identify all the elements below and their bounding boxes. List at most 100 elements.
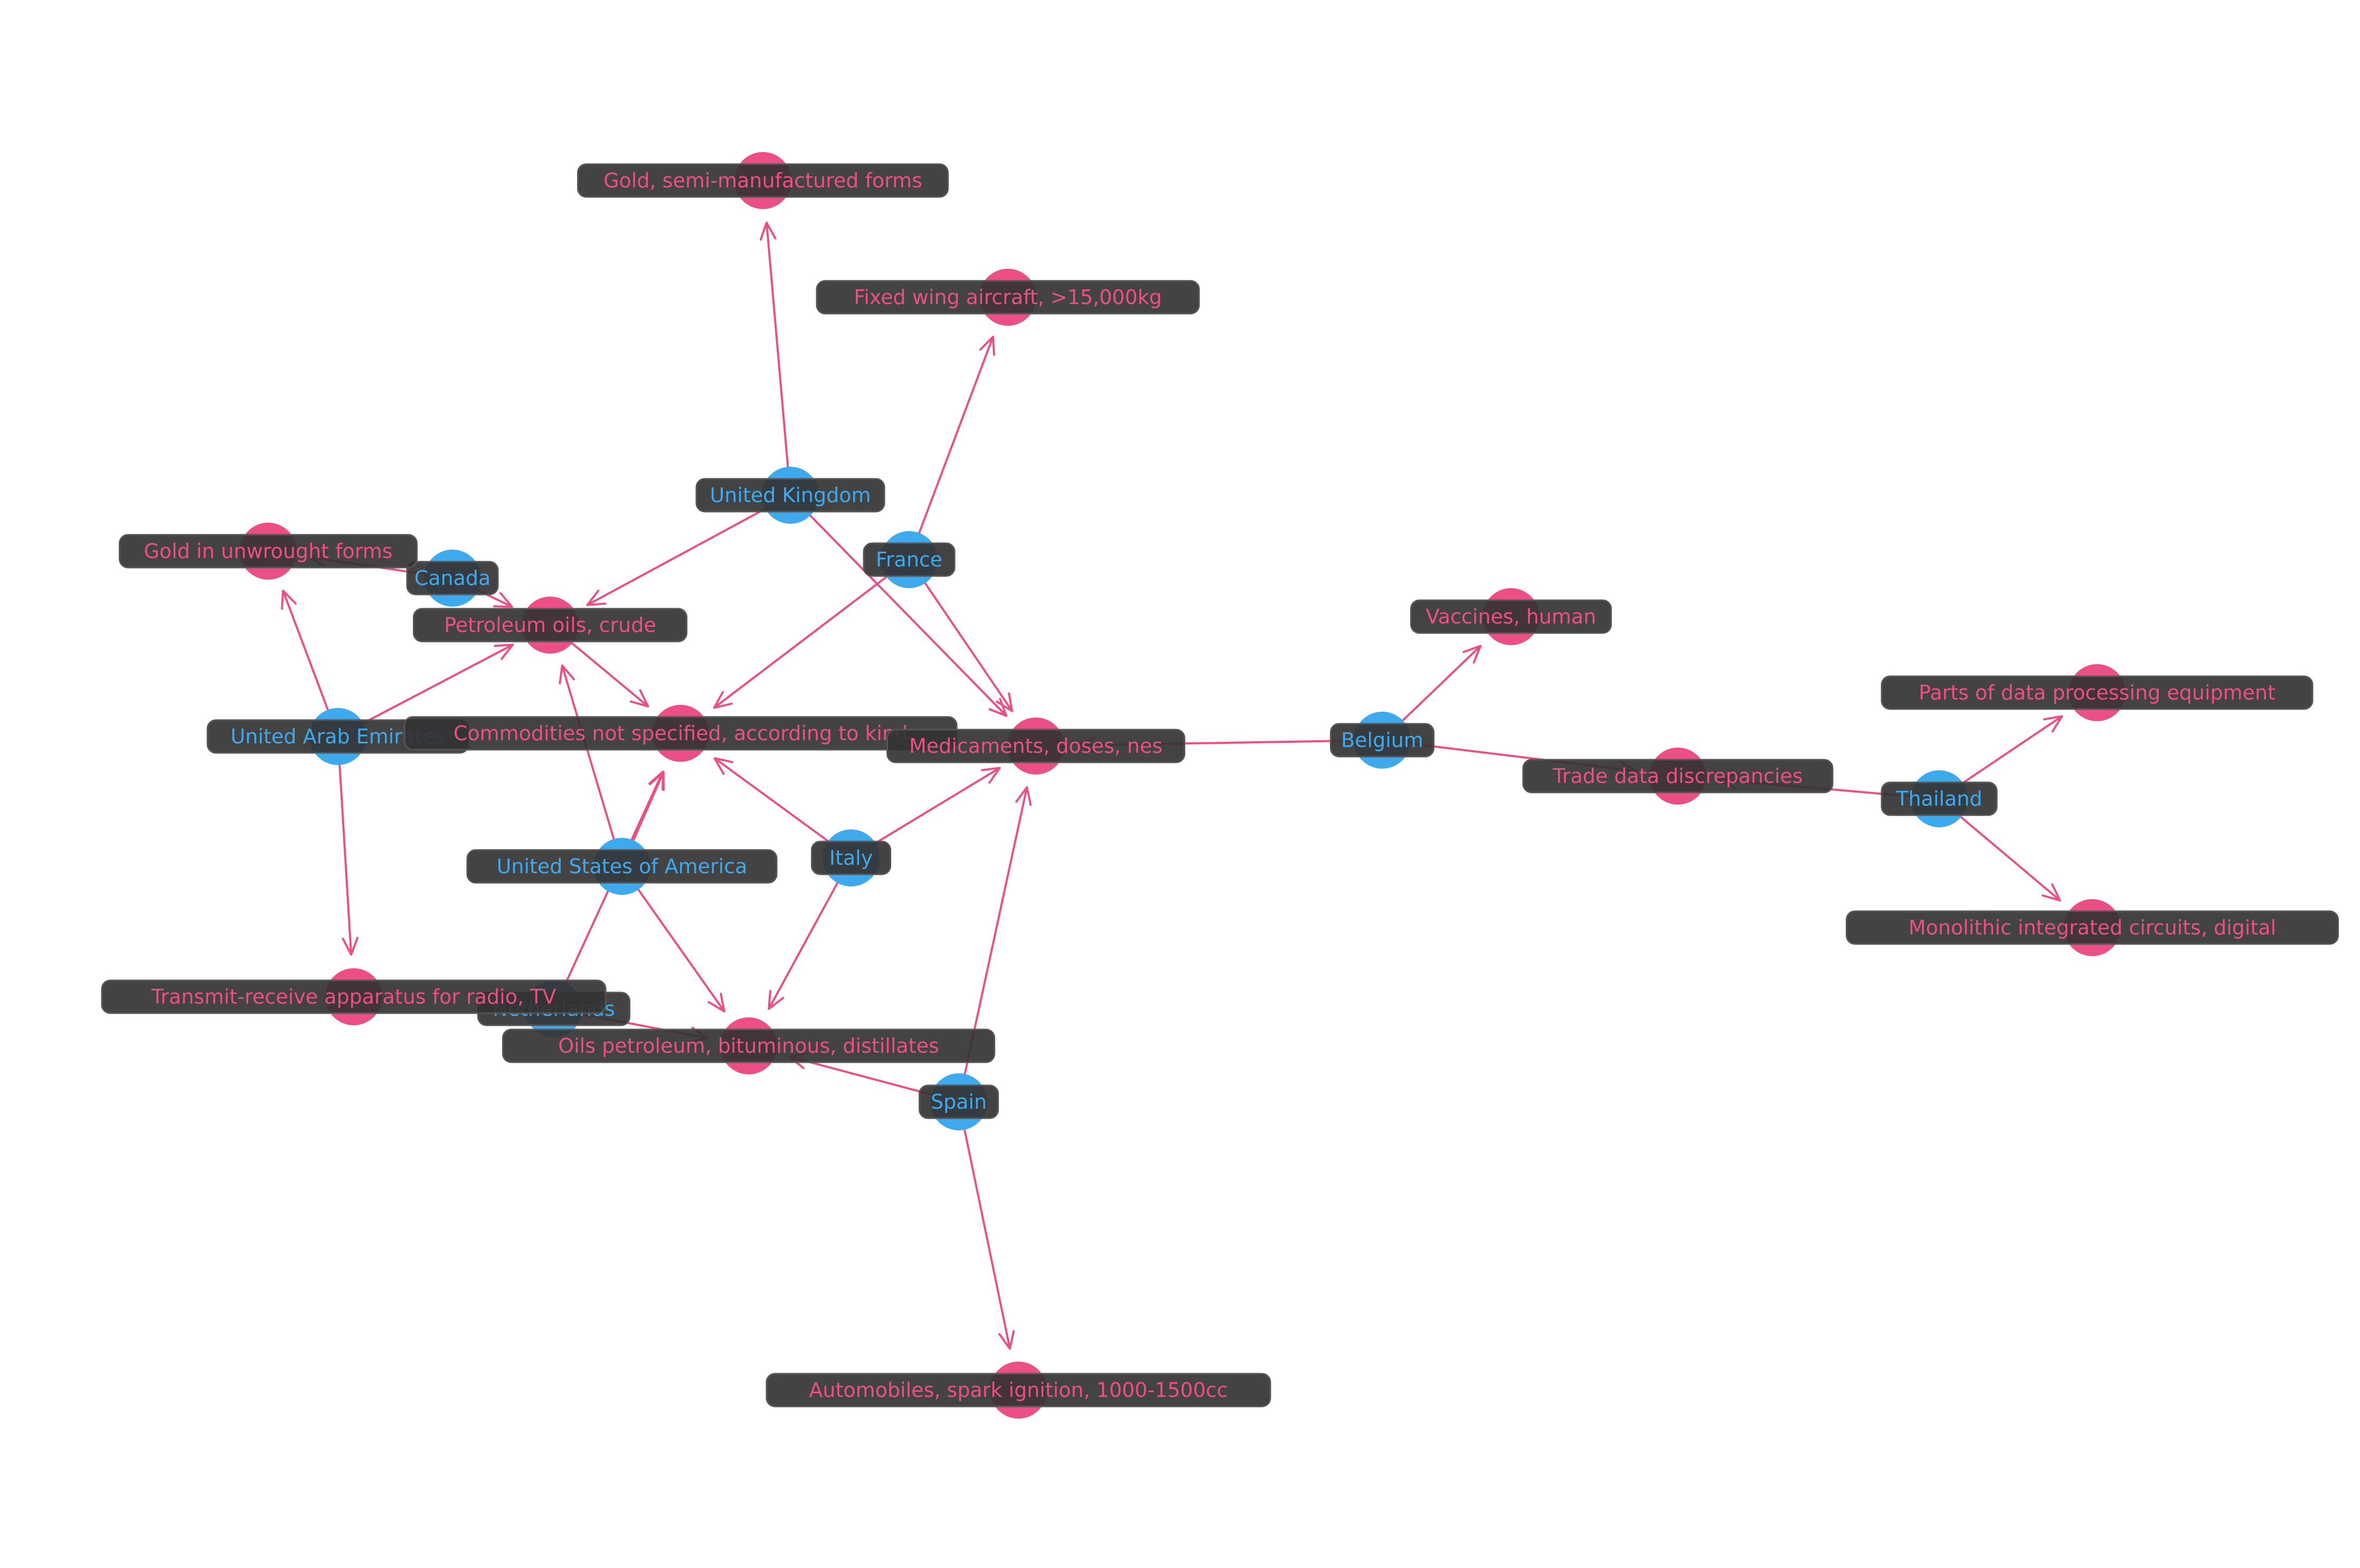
node-commodities[interactable]: Commodities not specified, according to … (403, 705, 958, 762)
node-label: Automobiles, spark ignition, 1000-1500cc (809, 1378, 1228, 1402)
node-label: United States of America (497, 855, 748, 878)
edge-line (337, 752, 353, 955)
arrowhead (629, 689, 649, 707)
edge-usa-to-petroleum_crude (559, 664, 619, 852)
edge-spain-to-automobiles (961, 1117, 1015, 1350)
node-gold_unwrought[interactable]: Gold in unwrought forms (119, 523, 418, 580)
edge-line (561, 665, 619, 852)
node-trade_disc[interactable]: Trade data discrepancies (1522, 748, 1834, 805)
node-label: Commodities not specified, according to … (454, 722, 908, 745)
node-label-box (695, 478, 885, 513)
node-label-box (406, 561, 499, 596)
arrowhead (648, 770, 664, 791)
node-label: Trade data discrepancies (1552, 764, 1802, 788)
node-transmit[interactable]: Transmit-receive apparatus for radio, TV (101, 968, 607, 1025)
edge-line (1951, 715, 2063, 791)
edge-line (630, 879, 725, 1012)
node-label: Medicaments, doses, nes (909, 734, 1163, 758)
node-label: Thailand (1895, 787, 1982, 810)
arrowhead (980, 767, 1001, 784)
node-thailand[interactable]: Thailand (1881, 770, 1998, 827)
node-label-box (1410, 599, 1612, 634)
edge-belgium-to-vaccines (1393, 645, 1482, 730)
node-label: Canada (414, 566, 491, 590)
edge-thailand-to-parts (1951, 715, 2063, 791)
edge-line (789, 1055, 944, 1099)
node-label: United Kingdom (710, 484, 871, 507)
node-label: Gold in unwrought forms (144, 540, 392, 563)
edge-line (713, 568, 898, 709)
node-label-box (816, 280, 1200, 315)
node-label: Petroleum oils, crude (444, 613, 656, 637)
node-label-box (886, 729, 1185, 763)
node-spain[interactable]: Spain (919, 1073, 999, 1130)
arrowhead (2042, 883, 2061, 902)
node-monolithic[interactable]: Monolithic integrated circuits, digital (1846, 899, 2339, 956)
edge-line (917, 572, 1013, 712)
node-label-box (1330, 723, 1434, 758)
node-aircraft[interactable]: Fixed wing aircraft, >15,000kg (816, 269, 1200, 326)
node-italy[interactable]: Italy (811, 829, 891, 886)
arrowhead (713, 691, 733, 709)
edge-line (714, 757, 839, 849)
edge-france-to-commodities (713, 568, 898, 709)
edge-line (800, 506, 1007, 717)
arrowhead (707, 993, 725, 1013)
node-label-box (1881, 675, 2314, 710)
node-label: Spain (931, 1090, 987, 1113)
edge-uae-to-transmit (337, 752, 359, 956)
edge-france-to-aircraft (913, 335, 995, 545)
node-label: Vaccines, human (1426, 605, 1597, 628)
arrowhead (493, 592, 513, 608)
node-label: Transmit-receive apparatus for radio, TV (151, 985, 556, 1008)
edge-italy-to-medicaments (864, 767, 1001, 851)
node-label: Gold, semi-manufactured forms (603, 169, 922, 192)
arrowhead (998, 1330, 1015, 1350)
node-label: Belgium (1341, 729, 1423, 752)
node-uk[interactable]: United Kingdom (695, 467, 885, 524)
edge-line (1393, 645, 1481, 730)
edge-line (587, 502, 777, 606)
edge-line (864, 767, 1000, 851)
edge-italy-to-oils_bitum (768, 871, 845, 1010)
arrowhead (759, 221, 777, 241)
edge-italy-to-commodities (713, 757, 839, 849)
edge-line (561, 634, 649, 707)
node-label-box (766, 1373, 1271, 1408)
arrowhead (2043, 715, 2063, 733)
arrowhead (1462, 645, 1482, 664)
edge-usa-to-oils_bitum (630, 879, 725, 1013)
node-label: Parts of data processing equipment (1919, 681, 2276, 704)
node-label-box (101, 979, 607, 1014)
arrowhead (979, 335, 995, 356)
edge-thailand-to-monolithic (1950, 808, 2061, 902)
edge-uk-to-gold_semi (759, 221, 790, 480)
node-label: Italy (829, 846, 873, 870)
node-vaccines[interactable]: Vaccines, human (1410, 588, 1612, 645)
node-oils_bitum[interactable]: Oils petroleum, bituminous, distillates (502, 1017, 995, 1074)
node-label: Oils petroleum, bituminous, distillates (558, 1034, 939, 1057)
node-label: Monolithic integrated circuits, digital (1909, 916, 2276, 939)
node-label-box (919, 1084, 999, 1119)
node-label-box (1846, 910, 2339, 945)
node-gold_semi[interactable]: Gold, semi-manufactured forms (577, 152, 949, 209)
node-petroleum_crude[interactable]: Petroleum oils, crude (413, 597, 687, 654)
node-parts[interactable]: Parts of data processing equipment (1881, 664, 2314, 721)
node-usa[interactable]: United States of America (466, 838, 778, 895)
edge-line (961, 1117, 1011, 1349)
arrowhead (342, 937, 359, 956)
edge-line (1950, 808, 2061, 902)
node-label-box (577, 163, 949, 198)
node-france[interactable]: France (863, 531, 956, 588)
node-belgium[interactable]: Belgium (1330, 712, 1434, 769)
arrowhead (1015, 786, 1032, 806)
edge-line (913, 336, 994, 545)
node-automobiles[interactable]: Automobiles, spark ignition, 1000-1500cc (766, 1362, 1271, 1419)
node-medicaments[interactable]: Medicaments, doses, nes (886, 717, 1185, 774)
node-canada[interactable]: Canada (406, 550, 499, 607)
edge-france-to-medicaments (917, 572, 1014, 712)
edge-line (765, 222, 790, 480)
arrowhead (586, 589, 607, 606)
